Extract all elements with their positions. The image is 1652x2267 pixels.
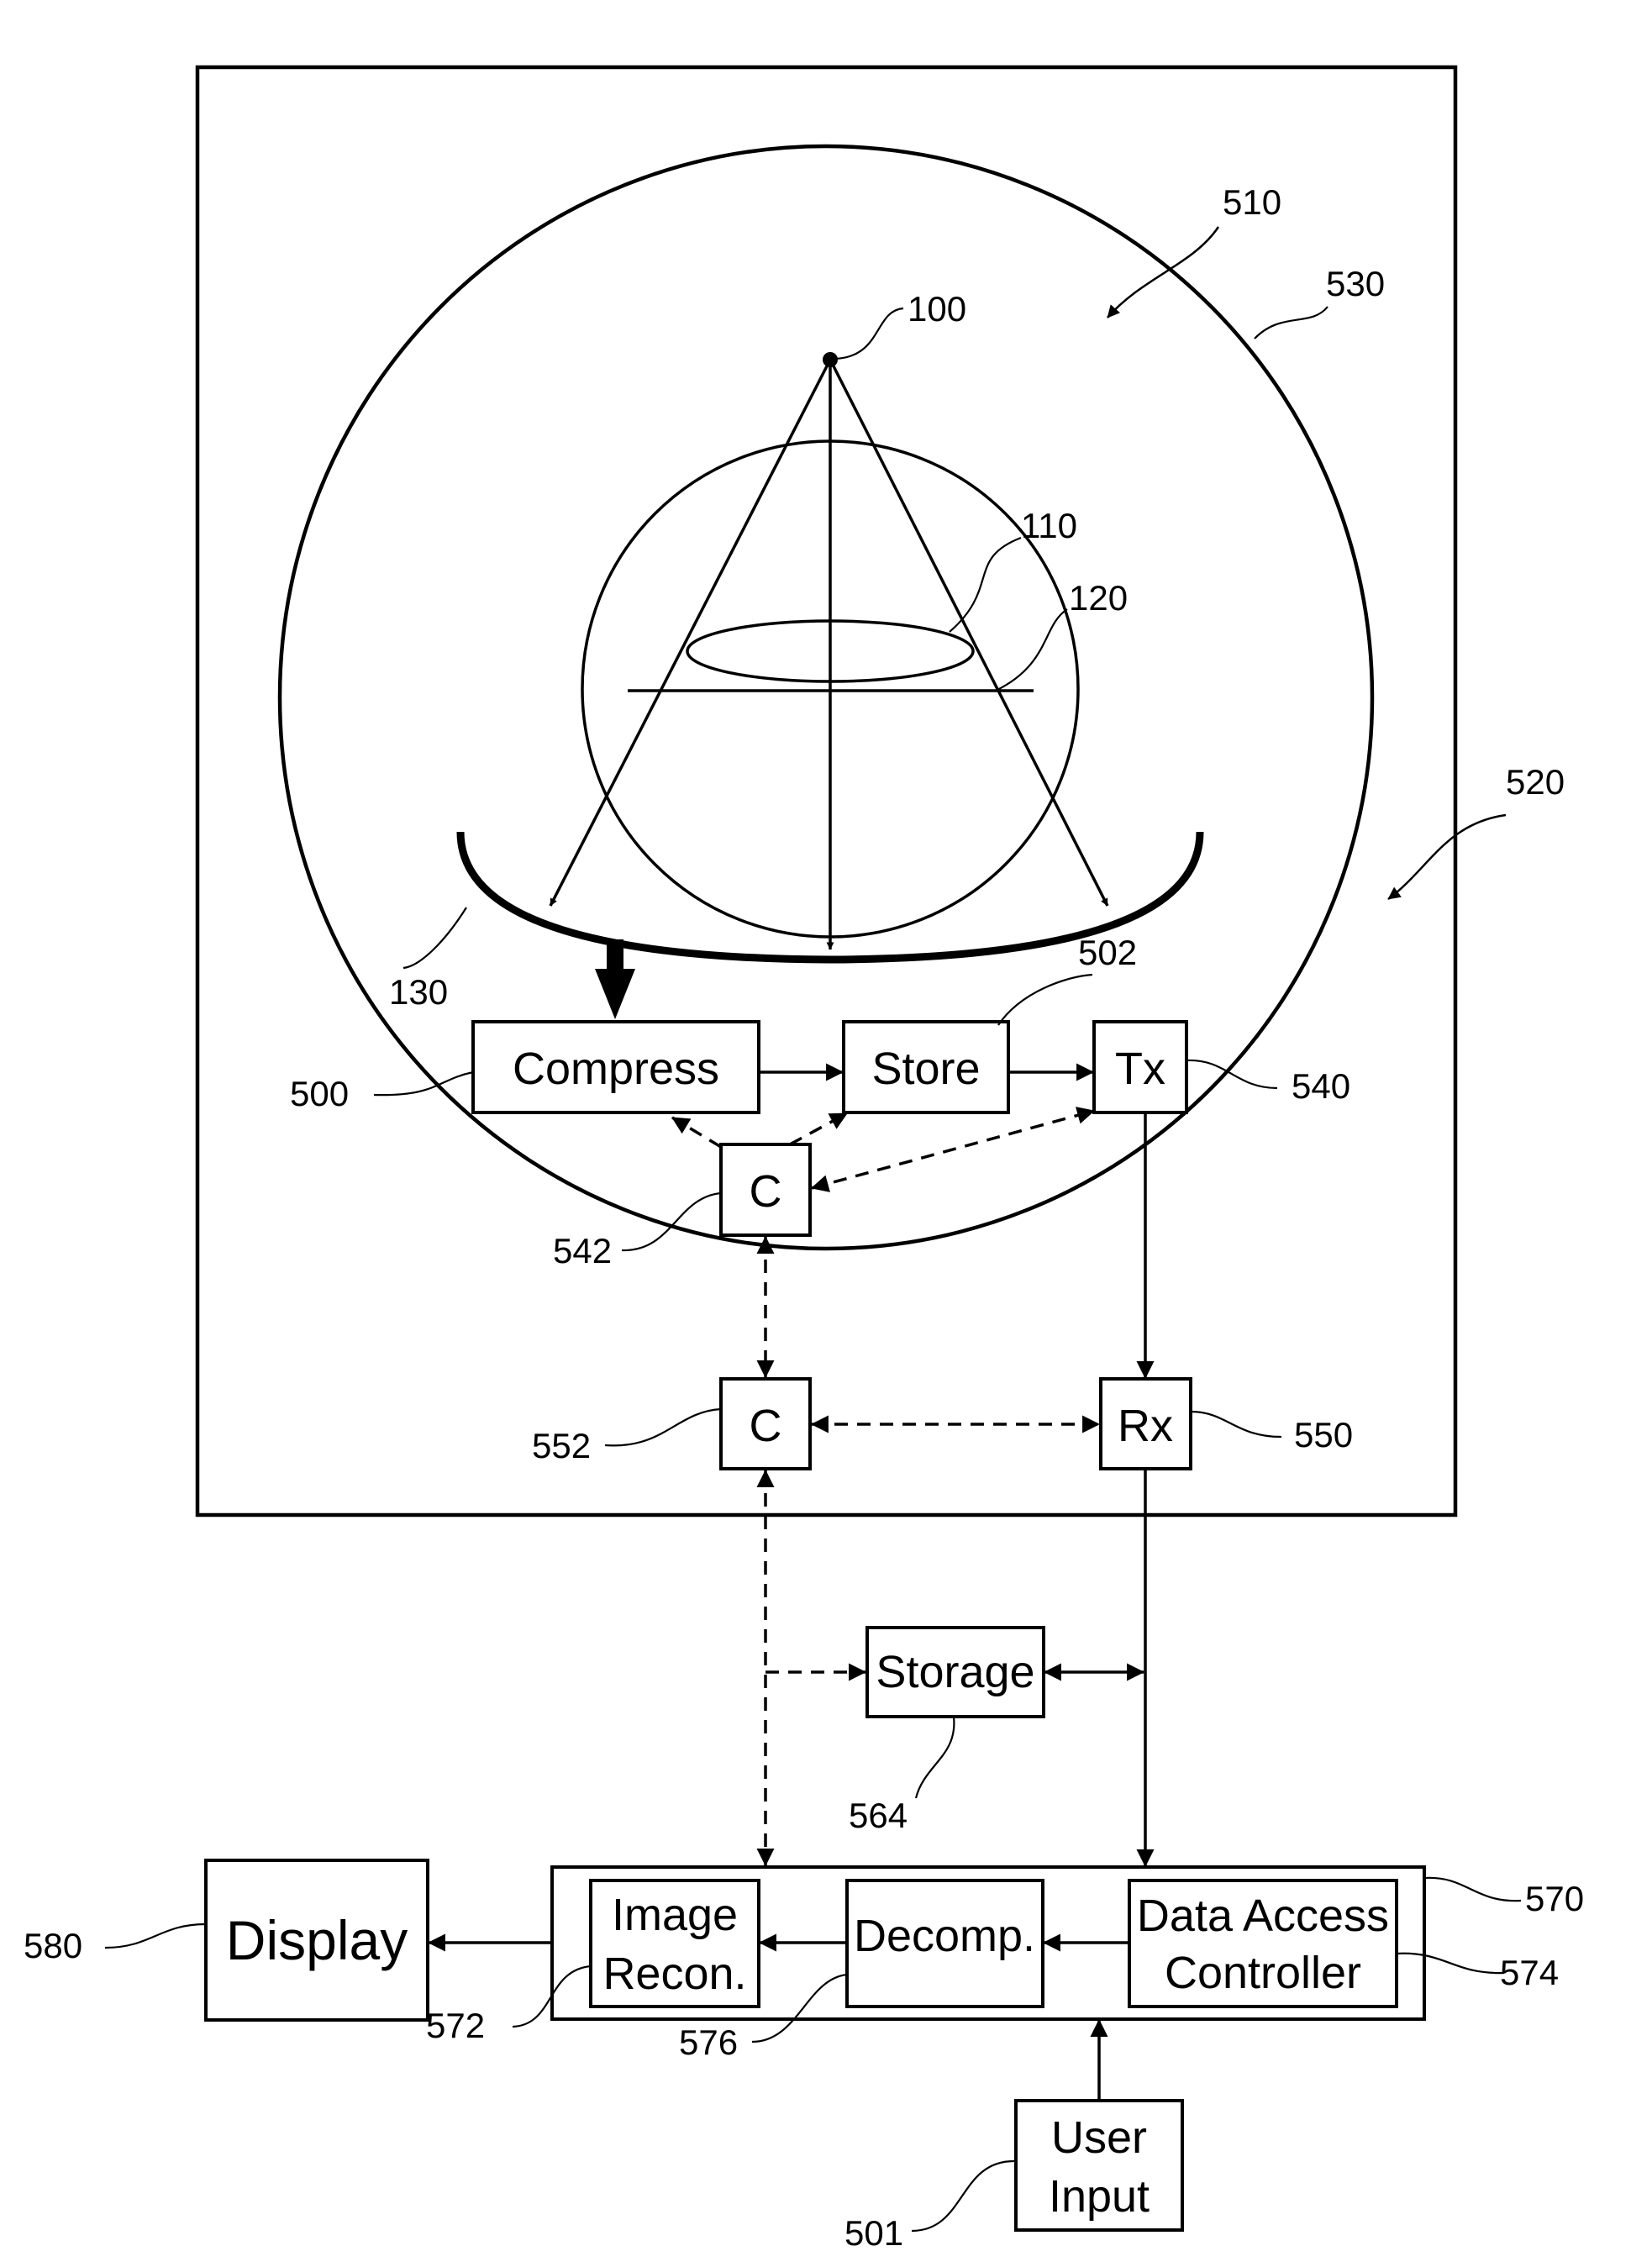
- leader-550: [1191, 1412, 1281, 1437]
- ref-110: 110: [1021, 506, 1077, 545]
- leader-100: [834, 308, 903, 359]
- leader-500: [374, 1072, 473, 1095]
- rx-label: Rx: [1118, 1401, 1173, 1451]
- ref-500: 500: [290, 1074, 349, 1113]
- storage-label: Storage: [876, 1647, 1034, 1697]
- tx-label: Tx: [1115, 1044, 1165, 1094]
- data-access-label-line1: Data Access: [1137, 1891, 1389, 1941]
- image-recon-label-line2: Recon.: [602, 1949, 746, 1999]
- user-input-label-line2: Input: [1049, 2171, 1150, 2222]
- ref-572: 572: [426, 2006, 485, 2045]
- ref-520: 520: [1506, 762, 1565, 802]
- data-access-label-line2: Controller: [1165, 1948, 1361, 1998]
- leader-502: [998, 975, 1092, 1025]
- thick-arrow-head: [595, 969, 635, 1019]
- ref-120: 120: [1069, 578, 1128, 618]
- ref-540: 540: [1292, 1066, 1350, 1106]
- dashed-c-to-store: [790, 1113, 847, 1144]
- ref-530: 530: [1326, 264, 1385, 303]
- dashed-c-to-tx: [812, 1111, 1094, 1188]
- leader-580: [105, 1924, 206, 1948]
- store-label: Store: [871, 1044, 980, 1094]
- leader-501: [912, 2161, 1016, 2231]
- leader-542: [622, 1193, 721, 1250]
- thick-arrow-shaft: [607, 939, 623, 971]
- ref-550: 550: [1294, 1415, 1353, 1454]
- ref-501: 501: [844, 2213, 903, 2253]
- ref-542: 542: [553, 1231, 612, 1270]
- leader-570: [1424, 1878, 1521, 1901]
- ref-552: 552: [532, 1426, 591, 1465]
- enclosure-frame: [197, 67, 1455, 1515]
- ray-right: [830, 360, 1107, 906]
- leader-564: [916, 1717, 954, 1798]
- ray-left: [550, 360, 830, 906]
- decomp-label: Decomp.: [854, 1911, 1035, 1961]
- user-input-label-line1: User: [1051, 2112, 1147, 2163]
- display-label: Display: [226, 1909, 408, 1971]
- ref-564: 564: [849, 1796, 908, 1835]
- dashed-c-to-compress: [672, 1118, 721, 1147]
- ref-130: 130: [389, 972, 448, 1012]
- ref-570: 570: [1525, 1879, 1584, 1918]
- pointer-arrow-510: [1107, 227, 1218, 318]
- controller-lower-label: C: [750, 1401, 782, 1451]
- compress-label: Compress: [513, 1044, 719, 1094]
- controller-upper-label: C: [750, 1166, 782, 1217]
- pointer-arrow-520: [1388, 815, 1506, 899]
- leader-130: [403, 907, 466, 968]
- ref-100: 100: [908, 289, 966, 329]
- ref-502: 502: [1078, 933, 1137, 972]
- leader-120: [996, 609, 1067, 691]
- leader-552: [605, 1409, 721, 1445]
- ref-574: 574: [1500, 1953, 1559, 1992]
- leader-530: [1255, 307, 1328, 339]
- ref-580: 580: [24, 1926, 82, 1965]
- ref-510: 510: [1223, 182, 1281, 222]
- ref-576: 576: [679, 2022, 738, 2062]
- image-recon-label-line1: Image: [612, 1890, 738, 1940]
